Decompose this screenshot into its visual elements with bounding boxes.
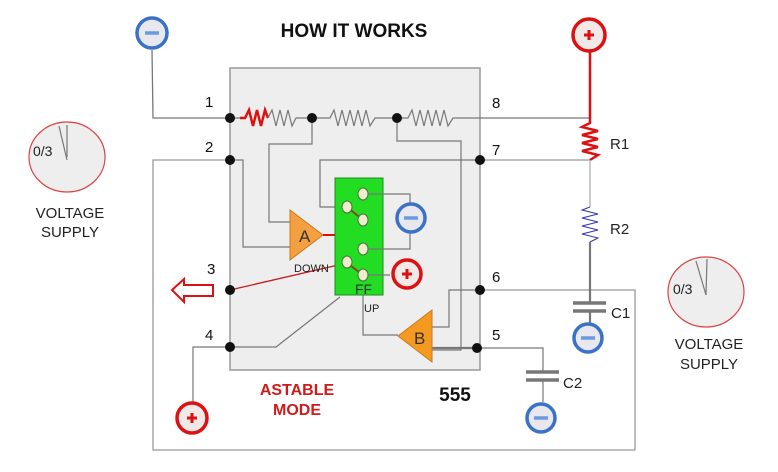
meter-caption-line1: VOLTAGE <box>675 336 744 353</box>
wire-div-to-a <box>268 118 313 223</box>
ff-contact <box>357 268 369 282</box>
divider-resistor-1-red <box>240 105 270 127</box>
wire-pin4-vcc <box>192 346 230 405</box>
pin-5-node <box>472 343 482 353</box>
divider-resistor-1 <box>267 108 312 128</box>
pin-4-label: 4 <box>205 327 213 344</box>
divider-node <box>392 113 402 123</box>
voltage-meter-left[interactable]: 0/3 <box>28 121 106 193</box>
ff-contact <box>357 187 369 201</box>
divider-resistor-2 <box>312 108 397 128</box>
pin-6-node <box>475 285 485 295</box>
terminal-negative-top-left[interactable] <box>135 16 169 50</box>
comparator-b <box>397 308 433 364</box>
r2-label: R2 <box>610 221 629 238</box>
ff-contact <box>341 255 353 269</box>
terminal-positive-top-right[interactable] <box>571 17 607 53</box>
mode-label-line1: ASTABLE <box>260 382 335 399</box>
ff-contact <box>357 242 369 256</box>
up-label: UP <box>364 303 379 315</box>
c2-label: C2 <box>563 375 582 392</box>
wire-output-pin3 <box>229 262 348 291</box>
meter-caption-line1: VOLTAGE <box>36 205 105 222</box>
meter-needle <box>705 258 708 296</box>
meter-reading: 0/3 <box>33 143 53 159</box>
pin-2-label: 2 <box>205 139 213 156</box>
flip-flop-label: FF <box>355 281 372 297</box>
pin-6-label: 6 <box>492 269 500 286</box>
wire-pin4-reset <box>230 296 341 348</box>
wire-pin6-to-b <box>432 289 480 328</box>
wire-pin2-to-a <box>230 159 290 248</box>
comparator-a <box>289 208 324 262</box>
ff-contact <box>341 200 353 214</box>
wire-pin7-discharge <box>319 159 480 208</box>
resistor-r2 <box>580 206 600 243</box>
voltage-meter-right[interactable]: 0/3 <box>667 256 745 328</box>
pin-4-node <box>225 342 235 352</box>
resistor-r1 <box>578 118 602 162</box>
meter-caption-line2: SUPPLY <box>680 356 738 373</box>
output-arrow-icon <box>170 276 214 305</box>
meter-caption-line2: SUPPLY <box>41 224 99 241</box>
wire-ff-up <box>362 290 398 336</box>
divider-resistor-3 <box>397 108 590 128</box>
pin-1-label: 1 <box>205 94 213 111</box>
diagram-title: HOW IT WORKS <box>281 21 428 42</box>
terminal-positive-pin4[interactable] <box>175 401 209 435</box>
r1-label: R1 <box>610 136 629 153</box>
outer-loop-wire <box>152 159 636 451</box>
pin-2-node <box>225 155 235 165</box>
terminal-negative-c2[interactable] <box>525 402 557 434</box>
ground-wire-pin1 <box>151 49 230 119</box>
pin-8-label: 8 <box>492 95 500 112</box>
pin-7-node <box>475 155 485 165</box>
comparator-b-label: B <box>414 329 425 348</box>
pin-3-node <box>225 285 235 295</box>
ff-negative-terminal[interactable] <box>395 202 427 234</box>
mode-label-line2: MODE <box>273 402 321 419</box>
ff-positive-terminal[interactable] <box>391 258 423 290</box>
divider-node <box>307 113 317 123</box>
wire-pin5-c2 <box>480 347 544 372</box>
chip-name-label: 555 <box>439 385 471 406</box>
meter-reading: 0/3 <box>673 281 693 297</box>
terminal-negative-c1[interactable] <box>572 322 604 354</box>
c1-label: C1 <box>611 305 630 322</box>
pin-7-label: 7 <box>492 142 500 159</box>
ff-contact <box>357 213 369 227</box>
pin-5-label: 5 <box>492 327 500 344</box>
down-label: DOWN <box>294 263 329 275</box>
pin-3-label: 3 <box>207 261 215 278</box>
comparator-a-label: A <box>299 227 311 246</box>
wire-div-to-b <box>396 118 462 351</box>
pin-1-node <box>225 113 235 123</box>
